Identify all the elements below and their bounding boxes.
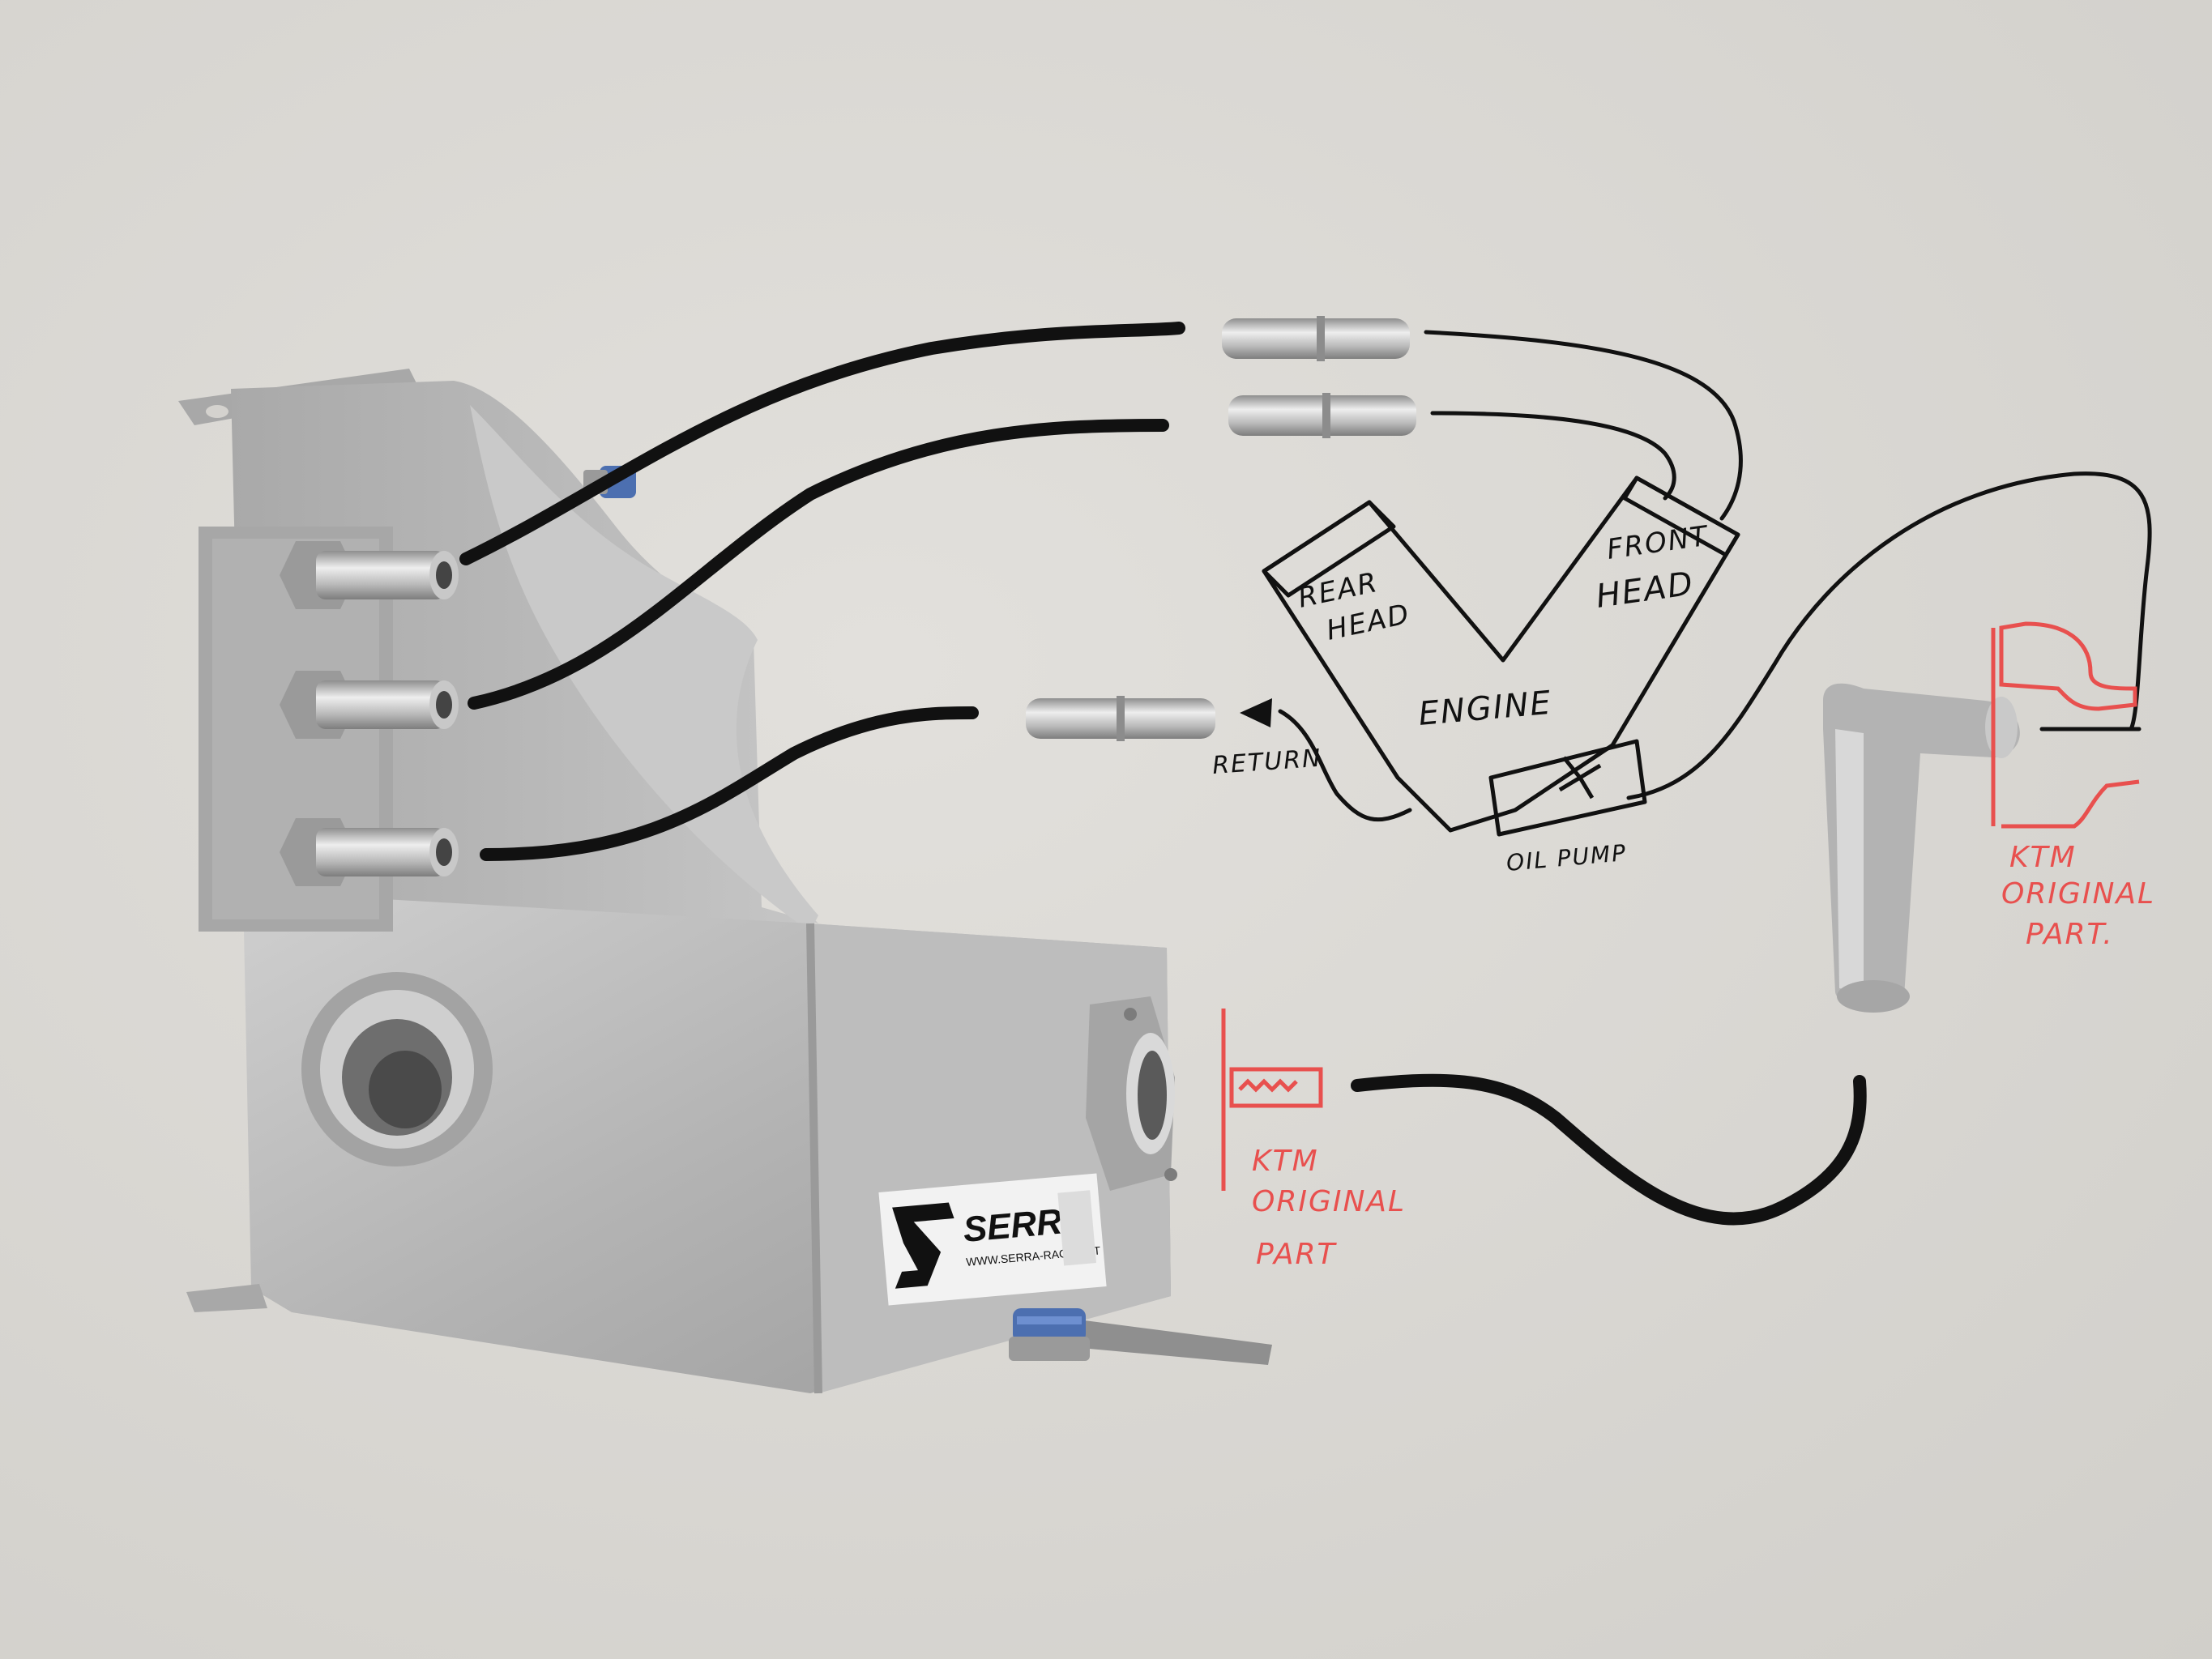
- thick-hose-lines: [459, 322, 1867, 1226]
- ktm-bottom-label-3: PART: [1256, 1238, 1338, 1271]
- hose-line-3: [480, 706, 979, 861]
- line-pump-to-elbow: [1626, 471, 2152, 800]
- hose-line-1: [459, 322, 1185, 565]
- line-pump-to-return: [1278, 709, 1412, 822]
- ktm-bottom-label-2: ORIGINAL: [1252, 1185, 1406, 1218]
- hose-line-return: [1351, 1073, 1867, 1226]
- fitting-return-loose: [1026, 696, 1215, 741]
- hose-line-2: [468, 419, 1169, 710]
- tank-curved-face: [470, 405, 818, 932]
- rear-head-outline: [1262, 500, 1396, 598]
- oil-pump-box: [1488, 739, 1647, 837]
- return-arrow-icon: [1240, 698, 1272, 727]
- engine-sketch: [1262, 476, 1740, 837]
- engine-v-outline: [1262, 476, 1740, 833]
- bottom-mounting-flange: [186, 1284, 267, 1312]
- outlet-fitting-2: [280, 671, 459, 739]
- fan-icon: [1558, 756, 1602, 800]
- front-head-outline: [1622, 476, 1740, 557]
- ktm-bottom-part-outline: [1221, 1009, 1323, 1191]
- ktm-top-label-3: PART.: [2026, 918, 2114, 951]
- bottom-right-bracket: [1045, 1316, 1272, 1365]
- ktm-top-label-2: ORIGINAL: [2001, 877, 2155, 911]
- ktm-top-label-1: KTM: [2009, 841, 2077, 874]
- mounting-hole: [206, 405, 228, 418]
- ktm-labels: KTM ORIGINAL PART. KTM ORIGINAL PART: [1252, 841, 2155, 1271]
- serra-logo-icon: [892, 1202, 954, 1289]
- fitting-middle: [1228, 393, 1416, 438]
- filler-port: [301, 972, 493, 1166]
- side-flange-port: [1086, 996, 1177, 1191]
- fitting-upper: [1222, 316, 1410, 361]
- oil-tank: SERRA WWW.SERRA-RACING.IT: [178, 369, 1272, 1394]
- return-fitting: [280, 818, 459, 886]
- blue-nut-bolt: [1009, 1308, 1090, 1361]
- weld-seam: [806, 923, 822, 1394]
- ktm-bottom-label-1: KTM: [1252, 1145, 1319, 1178]
- line-upper-to-front-head: [1424, 330, 1743, 521]
- outlet-fitting-1: [280, 541, 459, 609]
- serra-sticker: SERRA WWW.SERRA-RACING.IT: [878, 1173, 1107, 1306]
- thin-hose-lines: [1240, 330, 2152, 822]
- ktm-top-part-outline: [1991, 621, 2140, 829]
- line-middle-to-front-head: [1430, 411, 1676, 501]
